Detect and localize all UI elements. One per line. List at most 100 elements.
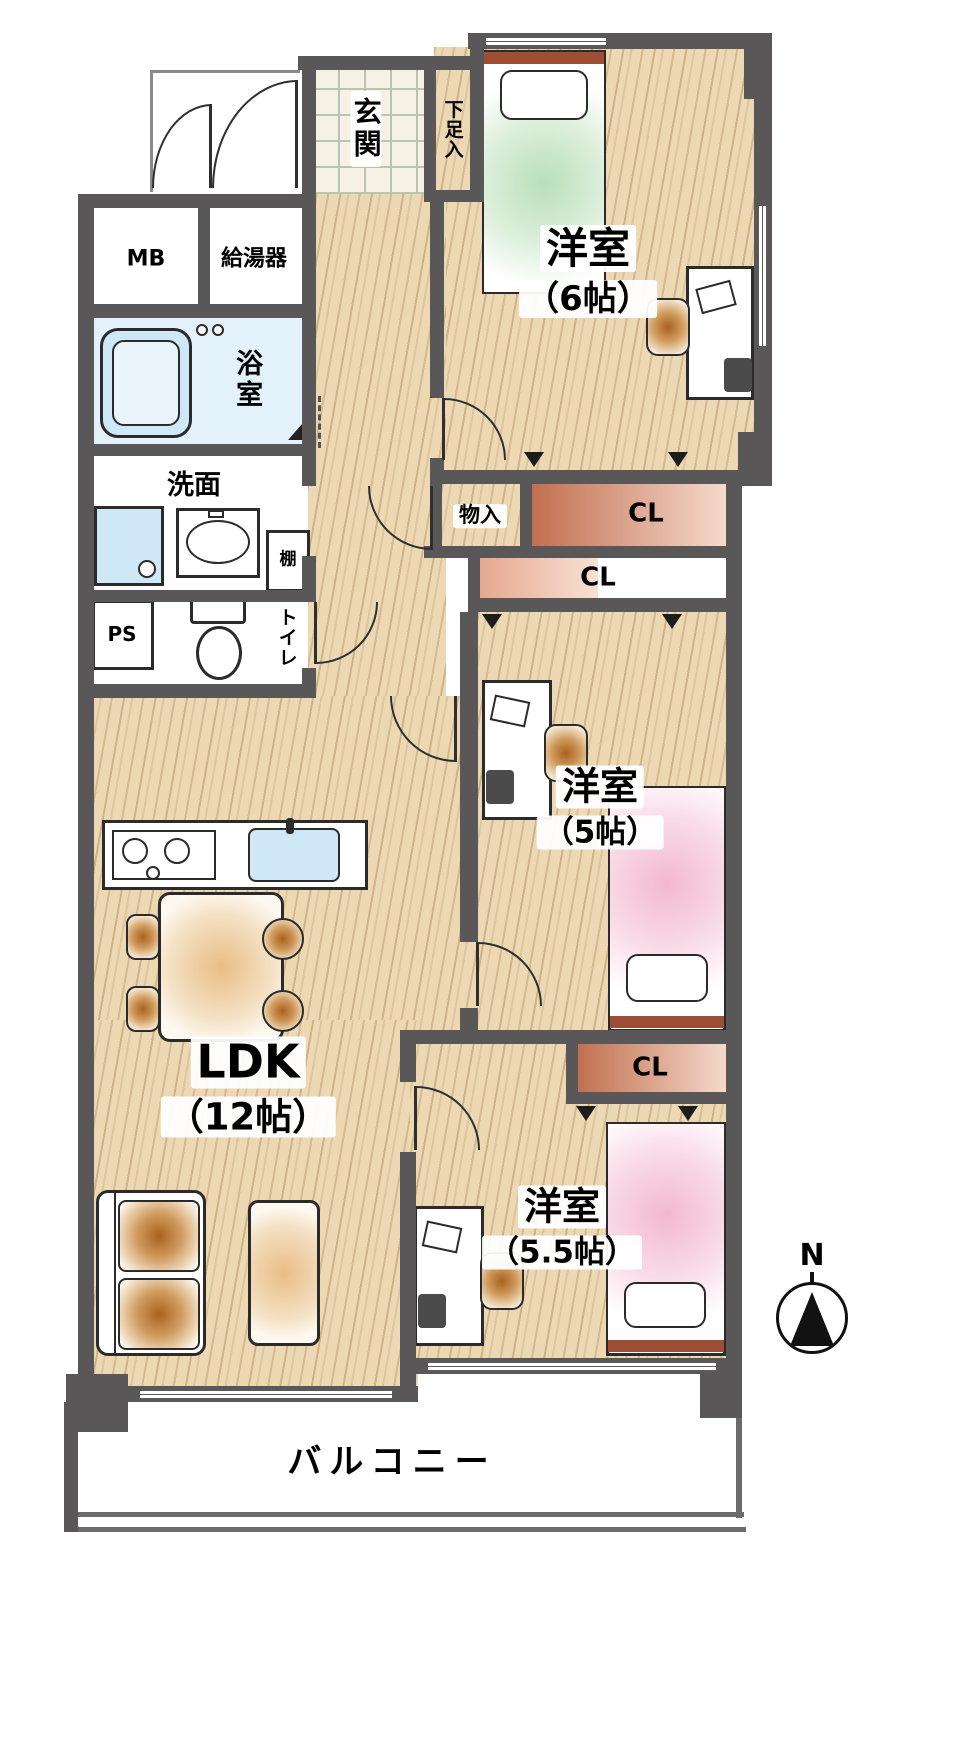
dining-chair xyxy=(126,986,160,1032)
opening-mark-icon xyxy=(668,452,688,467)
bed-headboard xyxy=(484,52,604,64)
sofa-backrest xyxy=(114,1192,116,1354)
label-monoire: 物入 xyxy=(453,504,507,528)
pillow xyxy=(500,70,588,120)
pillow xyxy=(624,1282,706,1328)
window xyxy=(428,1361,716,1372)
dining-chair xyxy=(262,990,304,1032)
label-shelf: 棚 xyxy=(279,549,297,570)
dining-chair xyxy=(262,918,304,960)
wall xyxy=(566,1092,742,1104)
opening-mark-icon xyxy=(678,1106,698,1121)
label-text: 物入 xyxy=(453,504,507,528)
label-closet2: CL xyxy=(580,562,616,593)
label-shoebox: 下足入 xyxy=(441,93,464,170)
wall xyxy=(78,194,94,1402)
label-ps: PS xyxy=(107,621,137,646)
vanity-faucet-icon xyxy=(208,510,224,518)
burner-icon xyxy=(122,838,148,864)
wall xyxy=(520,484,532,546)
wall xyxy=(468,598,742,612)
entry-alcove-line xyxy=(150,70,300,73)
compass-needle-icon xyxy=(790,1292,834,1346)
dining-table xyxy=(158,892,284,1042)
closet1-floor xyxy=(532,484,726,546)
door-arc xyxy=(212,80,298,188)
room-name: 洋室 xyxy=(517,1185,607,1228)
wall xyxy=(302,556,316,600)
sink-faucet-icon xyxy=(286,818,294,834)
room-label-bedroom55: 洋室 （5.5帖） xyxy=(482,1185,642,1270)
window xyxy=(757,206,768,346)
faucet-icon xyxy=(212,324,224,336)
faucet-icon xyxy=(196,324,208,336)
label-text: 玄関 xyxy=(350,90,383,167)
balcony-railing xyxy=(64,1512,744,1517)
entry-alcove-line xyxy=(150,70,153,192)
balcony-edge xyxy=(736,1418,742,1518)
printer-icon xyxy=(418,1294,446,1328)
sofa-cushion xyxy=(118,1200,200,1272)
wall xyxy=(198,194,210,318)
room-label-ldk: LDK （12帖） xyxy=(160,1036,336,1139)
door-leaf xyxy=(314,602,317,664)
wall xyxy=(430,470,772,484)
wall xyxy=(424,190,484,202)
wall xyxy=(78,194,316,208)
printer-icon xyxy=(486,770,514,804)
label-mb: MB xyxy=(126,246,166,272)
wall xyxy=(566,1044,578,1092)
bath-drain-icon xyxy=(288,424,302,440)
wall xyxy=(468,556,480,600)
column xyxy=(744,33,772,99)
kitchen-sink xyxy=(248,828,340,882)
wall xyxy=(78,444,316,456)
door-leaf xyxy=(442,398,445,460)
balcony-railing xyxy=(64,1527,746,1532)
door-leaf xyxy=(209,104,212,188)
label-washroom: 洗面 xyxy=(167,469,221,501)
balcony-side-wall xyxy=(64,1402,78,1532)
wall xyxy=(302,196,316,486)
column xyxy=(738,432,772,486)
room-name: 洋室 xyxy=(555,765,645,808)
wall xyxy=(400,1030,742,1044)
wall xyxy=(424,56,436,196)
folding-door-mark xyxy=(318,396,321,448)
opening-mark-icon xyxy=(524,452,544,467)
washer-drain-icon xyxy=(138,560,156,578)
opening-mark-icon xyxy=(576,1106,596,1121)
wall xyxy=(298,56,484,70)
compass-north-label: N xyxy=(799,1238,825,1274)
label-text: 浴室 xyxy=(231,349,263,412)
sofa-cushion xyxy=(118,1278,200,1350)
bed-headboard xyxy=(610,1016,724,1028)
room-size: （6帖） xyxy=(519,280,657,318)
door-leaf xyxy=(430,486,433,550)
vanity-basin xyxy=(186,520,250,564)
burner-icon xyxy=(146,866,160,880)
wall xyxy=(400,1044,416,1082)
label-bath: 浴室 xyxy=(231,343,263,424)
wall xyxy=(424,546,742,558)
door-leaf xyxy=(454,696,457,762)
label-balcony: バルコニー xyxy=(287,1441,497,1482)
label-closet3: CL xyxy=(632,1052,668,1083)
label-genkan: 玄関 xyxy=(350,90,383,173)
label-text: トイレ xyxy=(275,607,298,668)
window xyxy=(140,1389,392,1400)
toilet-bowl xyxy=(196,626,242,680)
label-water-heater: 給湯器 xyxy=(220,246,288,272)
opening-mark-icon xyxy=(482,614,502,629)
label-text: 下足入 xyxy=(441,99,464,160)
dining-chair xyxy=(126,914,160,960)
wall xyxy=(430,484,442,558)
room-name: LDK xyxy=(190,1036,306,1088)
wall xyxy=(302,56,316,196)
compass-tick xyxy=(810,1272,814,1284)
room-label-bedroom6: 洋室 （6帖） xyxy=(519,225,657,319)
burner-icon xyxy=(164,838,190,864)
wall xyxy=(470,45,484,197)
window xyxy=(486,36,606,47)
pillow xyxy=(626,954,708,1002)
